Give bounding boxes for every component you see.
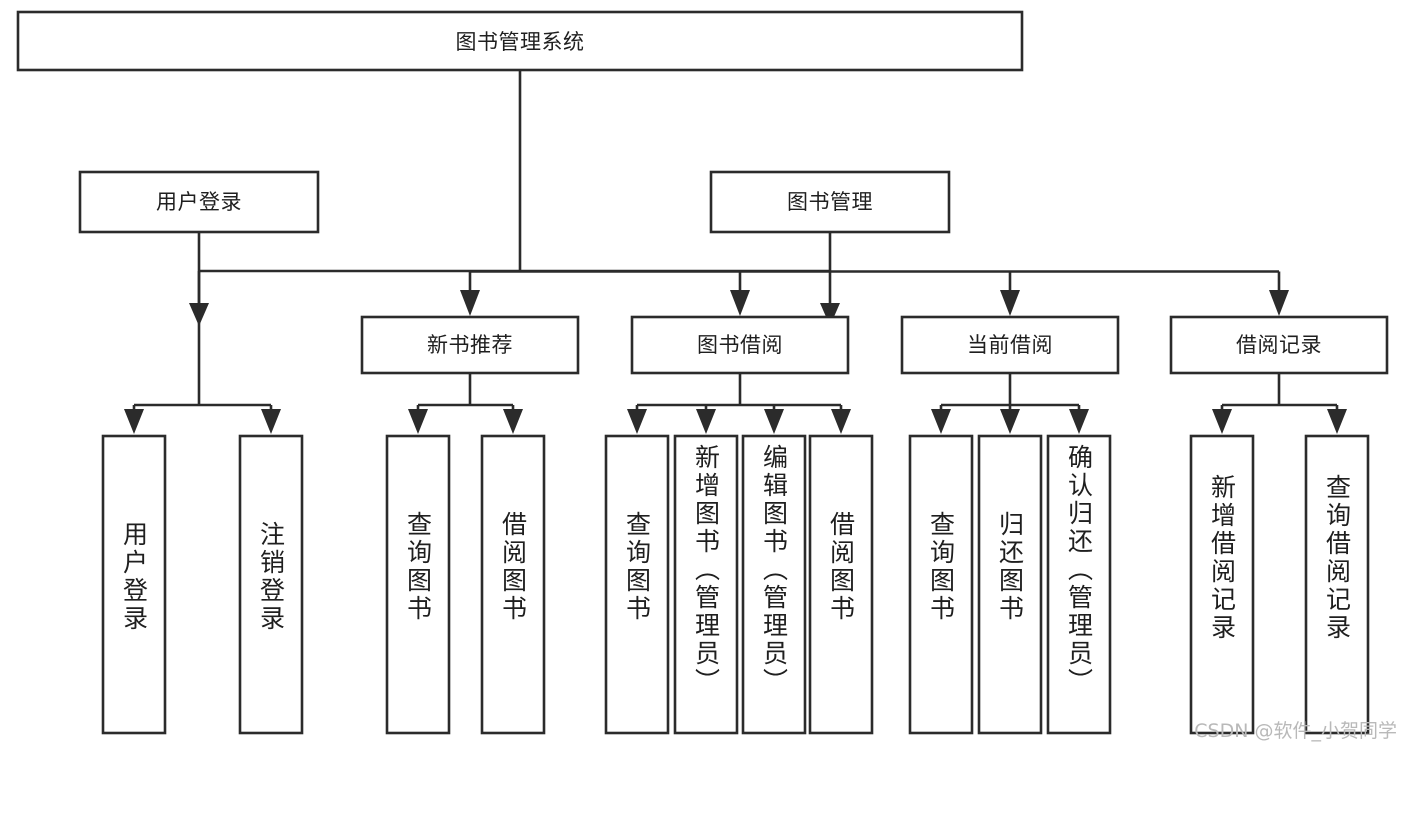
arrowhead-leaf-add-record — [1212, 409, 1232, 434]
leaf-box-layer — [101, 434, 1370, 735]
node-book-manage-box[interactable] — [709, 170, 951, 234]
leaf-box-add-record[interactable] — [1189, 434, 1255, 735]
watermark-text: CSDN @软件_小贺同学 — [1194, 720, 1397, 742]
leaf-box-add-book[interactable] — [673, 434, 739, 735]
node-borrow-record[interactable]: 借阅记录 — [1169, 315, 1389, 375]
leaf-box-user-logout[interactable] — [238, 434, 304, 735]
arrowhead-borrow-record — [1269, 290, 1289, 316]
flowchart-svg: 图书管理系统 用户登录 图书管理 新书推荐 图书借阅 当前借阅 借阅记录 — [16, 10, 1389, 735]
node-current-borrow-box[interactable] — [900, 315, 1120, 375]
node-root[interactable]: 图书管理系统 — [16, 10, 1024, 72]
leaf-box-confirm-return[interactable] — [1046, 434, 1112, 735]
arrowhead-new-book-recommend — [460, 290, 480, 316]
arrowhead-leaf-query-book-1 — [408, 409, 428, 434]
node-book-borrow-label: 图书借阅 — [697, 333, 783, 357]
arrowhead-leaf-query-book-3 — [931, 409, 951, 434]
node-new-book-recommend-label: 新书推荐 — [427, 333, 513, 357]
node-book-borrow-box[interactable] — [630, 315, 850, 375]
node-new-book-recommend[interactable]: 新书推荐 — [360, 315, 580, 375]
arrowhead-book-borrow — [730, 290, 750, 316]
arrowhead-leaf-query-book-2 — [627, 409, 647, 434]
node-book-borrow[interactable]: 图书借阅 — [630, 315, 850, 375]
node-root-box[interactable] — [16, 10, 1024, 72]
node-user-login-box[interactable] — [78, 170, 320, 234]
arrowhead-leaf-borrow-book-2 — [831, 409, 851, 434]
arrowhead-leaf-return-book — [1000, 409, 1020, 434]
leaf-box-query-book-2[interactable] — [604, 434, 670, 735]
arrowhead-leaf-query-record — [1327, 409, 1347, 434]
node-root-label: 图书管理系统 — [456, 30, 585, 54]
leaf-box-query-record[interactable] — [1304, 434, 1370, 735]
arrowhead-book-manage — [820, 303, 840, 326]
leaf-box-edit-book[interactable] — [741, 434, 807, 735]
node-new-book-recommend-box[interactable] — [360, 315, 580, 375]
arrowhead-leaf-add-book — [696, 409, 716, 434]
node-borrow-record-box[interactable] — [1169, 315, 1389, 375]
node-user-login[interactable]: 用户登录 — [78, 170, 320, 234]
leaf-box-user-login[interactable] — [101, 434, 167, 735]
node-book-manage[interactable]: 图书管理 — [709, 170, 951, 234]
arrowhead-leaf-edit-book — [764, 409, 784, 434]
connector-layer — [124, 70, 1347, 434]
arrowhead-current-borrow — [1000, 290, 1020, 316]
leaf-box-borrow-book-1[interactable] — [480, 434, 546, 735]
arrowhead-leaf-user-login — [124, 409, 144, 434]
node-current-borrow[interactable]: 当前借阅 — [900, 315, 1120, 375]
leaf-box-borrow-book-2[interactable] — [808, 434, 874, 735]
node-user-login-label: 用户登录 — [156, 190, 242, 214]
leaf-box-query-book-1[interactable] — [385, 434, 451, 735]
flowchart-canvas: 图书管理系统 用户登录 图书管理 新书推荐 图书借阅 当前借阅 借阅记录 — [16, 10, 1397, 742]
arrowhead-leaf-user-logout — [261, 409, 281, 434]
arrowhead-leaf-confirm-return — [1069, 409, 1089, 434]
leaf-box-query-book-3[interactable] — [908, 434, 974, 735]
node-borrow-record-label: 借阅记录 — [1236, 333, 1322, 357]
leaf-box-return-book[interactable] — [977, 434, 1043, 735]
node-book-manage-label: 图书管理 — [787, 190, 873, 214]
node-current-borrow-label: 当前借阅 — [967, 333, 1053, 357]
arrowhead-leaf-borrow-book-1 — [503, 409, 523, 434]
